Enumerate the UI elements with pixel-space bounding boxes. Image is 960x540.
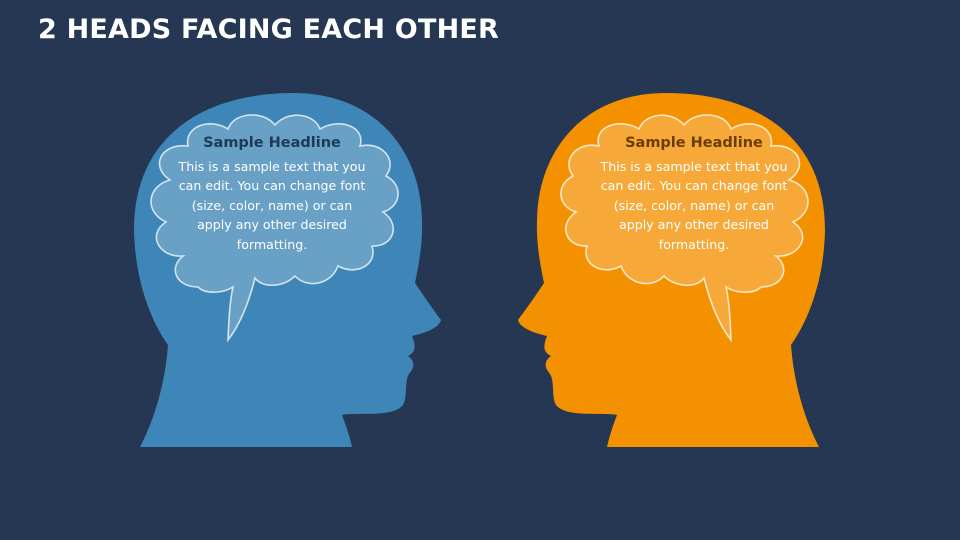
right-bubble-text: Sample Headline This is a sample text th… xyxy=(596,134,792,254)
right-headline: Sample Headline xyxy=(625,135,763,151)
left-bubble-text: Sample Headline This is a sample text th… xyxy=(174,134,370,254)
right-body-text: This is a sample text that you can edit.… xyxy=(600,159,788,252)
left-headline: Sample Headline xyxy=(203,135,341,151)
slide-title: 2 HEADS FACING EACH OTHER xyxy=(38,14,499,45)
left-body-text: This is a sample text that you can edit.… xyxy=(178,159,366,252)
